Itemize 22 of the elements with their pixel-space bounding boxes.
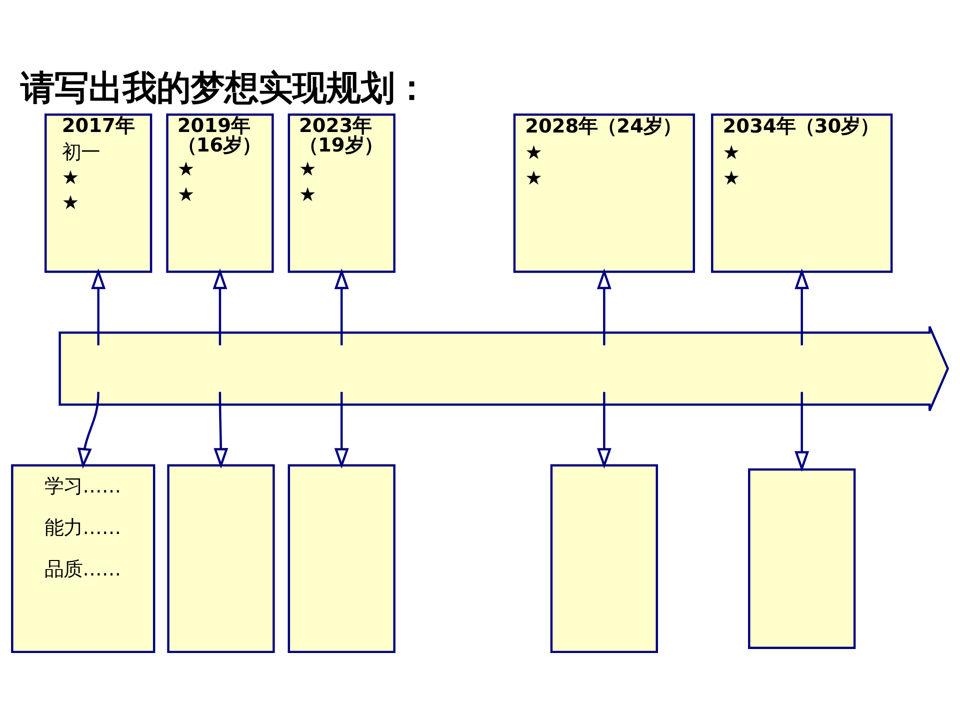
- arrow: [212, 268, 228, 345]
- arrow: [334, 268, 349, 345]
- node-box: [550, 464, 658, 653]
- node-box: 2017年 初一 ★ ★: [44, 113, 152, 272]
- node-box: [288, 464, 396, 653]
- arrow: [77, 391, 100, 468]
- node-box: 学习…… 能力…… 品质……: [11, 464, 156, 653]
- arrow: [794, 391, 810, 472]
- node-box: [167, 464, 275, 653]
- arrow: [596, 268, 612, 345]
- arrow: [334, 391, 349, 468]
- node-box: 2034年（30岁） ★ ★: [711, 113, 893, 272]
- node-box: 2023年（19岁） ★ ★: [288, 113, 396, 272]
- node-box: [748, 468, 856, 648]
- arrow: [91, 268, 106, 345]
- node-arrow: [58, 324, 950, 412]
- arrow: [794, 268, 810, 345]
- arrow: [214, 391, 228, 468]
- node-box: 2019年（16岁） ★ ★: [166, 113, 274, 272]
- diagram-title: 请写出我的梦想实现规划：: [20, 68, 428, 108]
- node-box: 2028年（24岁） ★ ★: [513, 113, 695, 272]
- arrow: [596, 391, 612, 468]
